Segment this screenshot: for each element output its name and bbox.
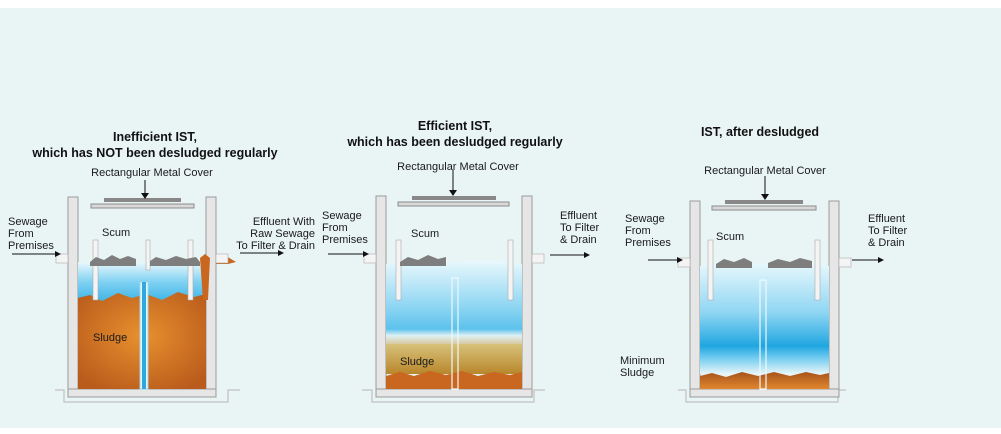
scum-patch bbox=[768, 258, 812, 268]
baffle-wall bbox=[759, 279, 767, 390]
tank-2-sludge-label: Sludge bbox=[400, 356, 435, 368]
water-layer bbox=[386, 260, 522, 344]
tank-wall-left bbox=[689, 200, 701, 398]
ground-line bbox=[362, 389, 545, 403]
tank-floor bbox=[67, 388, 217, 398]
tank-2-cover-label: Rectangular Metal Cover bbox=[397, 161, 519, 173]
baffle-channel bbox=[142, 282, 146, 389]
tank-1-cover-label: Rectangular Metal Cover bbox=[91, 167, 213, 179]
outlet-tee bbox=[507, 239, 514, 301]
tank-3-inlet-label: Sewage From Premises bbox=[625, 213, 671, 249]
cover-frame bbox=[397, 201, 510, 207]
tank-wall-left bbox=[67, 196, 79, 398]
arrow-head-icon bbox=[278, 250, 284, 256]
scum-patch bbox=[150, 256, 200, 266]
tank-1-outlet-label: Effluent With Raw Sewage To Filter & Dra… bbox=[236, 216, 315, 252]
ground-line bbox=[55, 389, 240, 403]
tank-1-sludge-label: Sludge bbox=[93, 332, 128, 344]
inlet-pipe bbox=[363, 253, 377, 264]
vent-pipe bbox=[145, 239, 151, 271]
tank-wall-left bbox=[375, 195, 387, 397]
water-layer bbox=[700, 262, 829, 374]
tank-3-cover-label: Rectangular Metal Cover bbox=[704, 165, 826, 177]
tank-3-sludge-label: Minimum Sludge bbox=[620, 355, 665, 379]
tank-1-title: Inefficient IST, which has NOT been desl… bbox=[32, 130, 278, 160]
tank-1 bbox=[12, 180, 284, 403]
arrow-head-icon bbox=[363, 251, 369, 257]
outlet-pipe bbox=[531, 253, 545, 264]
tank-3 bbox=[648, 176, 884, 403]
sludge-layer bbox=[386, 371, 522, 389]
tank-floor bbox=[375, 388, 533, 398]
arrow-head-icon bbox=[584, 252, 590, 258]
tank-3-scum-label: Scum bbox=[716, 231, 745, 243]
outlet-tee bbox=[187, 239, 194, 301]
overflow-sludge bbox=[200, 254, 210, 300]
inlet-tee bbox=[707, 239, 714, 301]
tank-wall-right bbox=[521, 195, 533, 397]
tank-2 bbox=[328, 170, 590, 403]
tank-floor bbox=[689, 388, 840, 398]
tank-2-inlet-label: Sewage From Premises bbox=[322, 210, 368, 246]
tank-1-scum-label: Scum bbox=[102, 227, 131, 239]
arrow-head-icon bbox=[449, 190, 457, 196]
metal-cover bbox=[104, 198, 181, 202]
sludge-transition bbox=[386, 344, 522, 374]
cover-frame bbox=[90, 203, 195, 209]
tank-1-inlet-label: Sewage From Premises bbox=[8, 216, 54, 252]
tank-3-title: IST, after desludged bbox=[700, 125, 820, 139]
outlet-pipe bbox=[838, 257, 852, 268]
sludge-layer bbox=[700, 372, 829, 389]
inlet-tee bbox=[395, 239, 402, 301]
baffle-wall bbox=[451, 277, 459, 390]
arrow-head-icon bbox=[761, 194, 769, 200]
arrow-head-icon bbox=[677, 257, 683, 263]
arrow-head-icon bbox=[878, 257, 884, 263]
tank-3-outlet-label: Effluent To Filter & Drain bbox=[868, 213, 908, 249]
inlet-pipe bbox=[55, 253, 69, 264]
arrow-head-icon bbox=[141, 193, 149, 199]
outlet-tee bbox=[814, 239, 821, 301]
inlet-tee bbox=[92, 239, 99, 301]
scum-patch bbox=[90, 255, 136, 266]
metal-cover bbox=[412, 196, 496, 200]
outlet-pipe bbox=[215, 253, 229, 264]
arrow-head-icon bbox=[55, 251, 61, 257]
tank-wall-right bbox=[828, 200, 840, 398]
scum-patch bbox=[716, 258, 752, 268]
tank-2-outlet-label: Effluent To Filter & Drain bbox=[560, 210, 600, 246]
tank-2-title: Efficient IST, which has been desludged … bbox=[347, 119, 563, 149]
cover-frame bbox=[711, 205, 817, 211]
tank-2-scum-label: Scum bbox=[411, 228, 440, 240]
metal-cover bbox=[725, 200, 803, 204]
scum-patch bbox=[400, 255, 446, 266]
